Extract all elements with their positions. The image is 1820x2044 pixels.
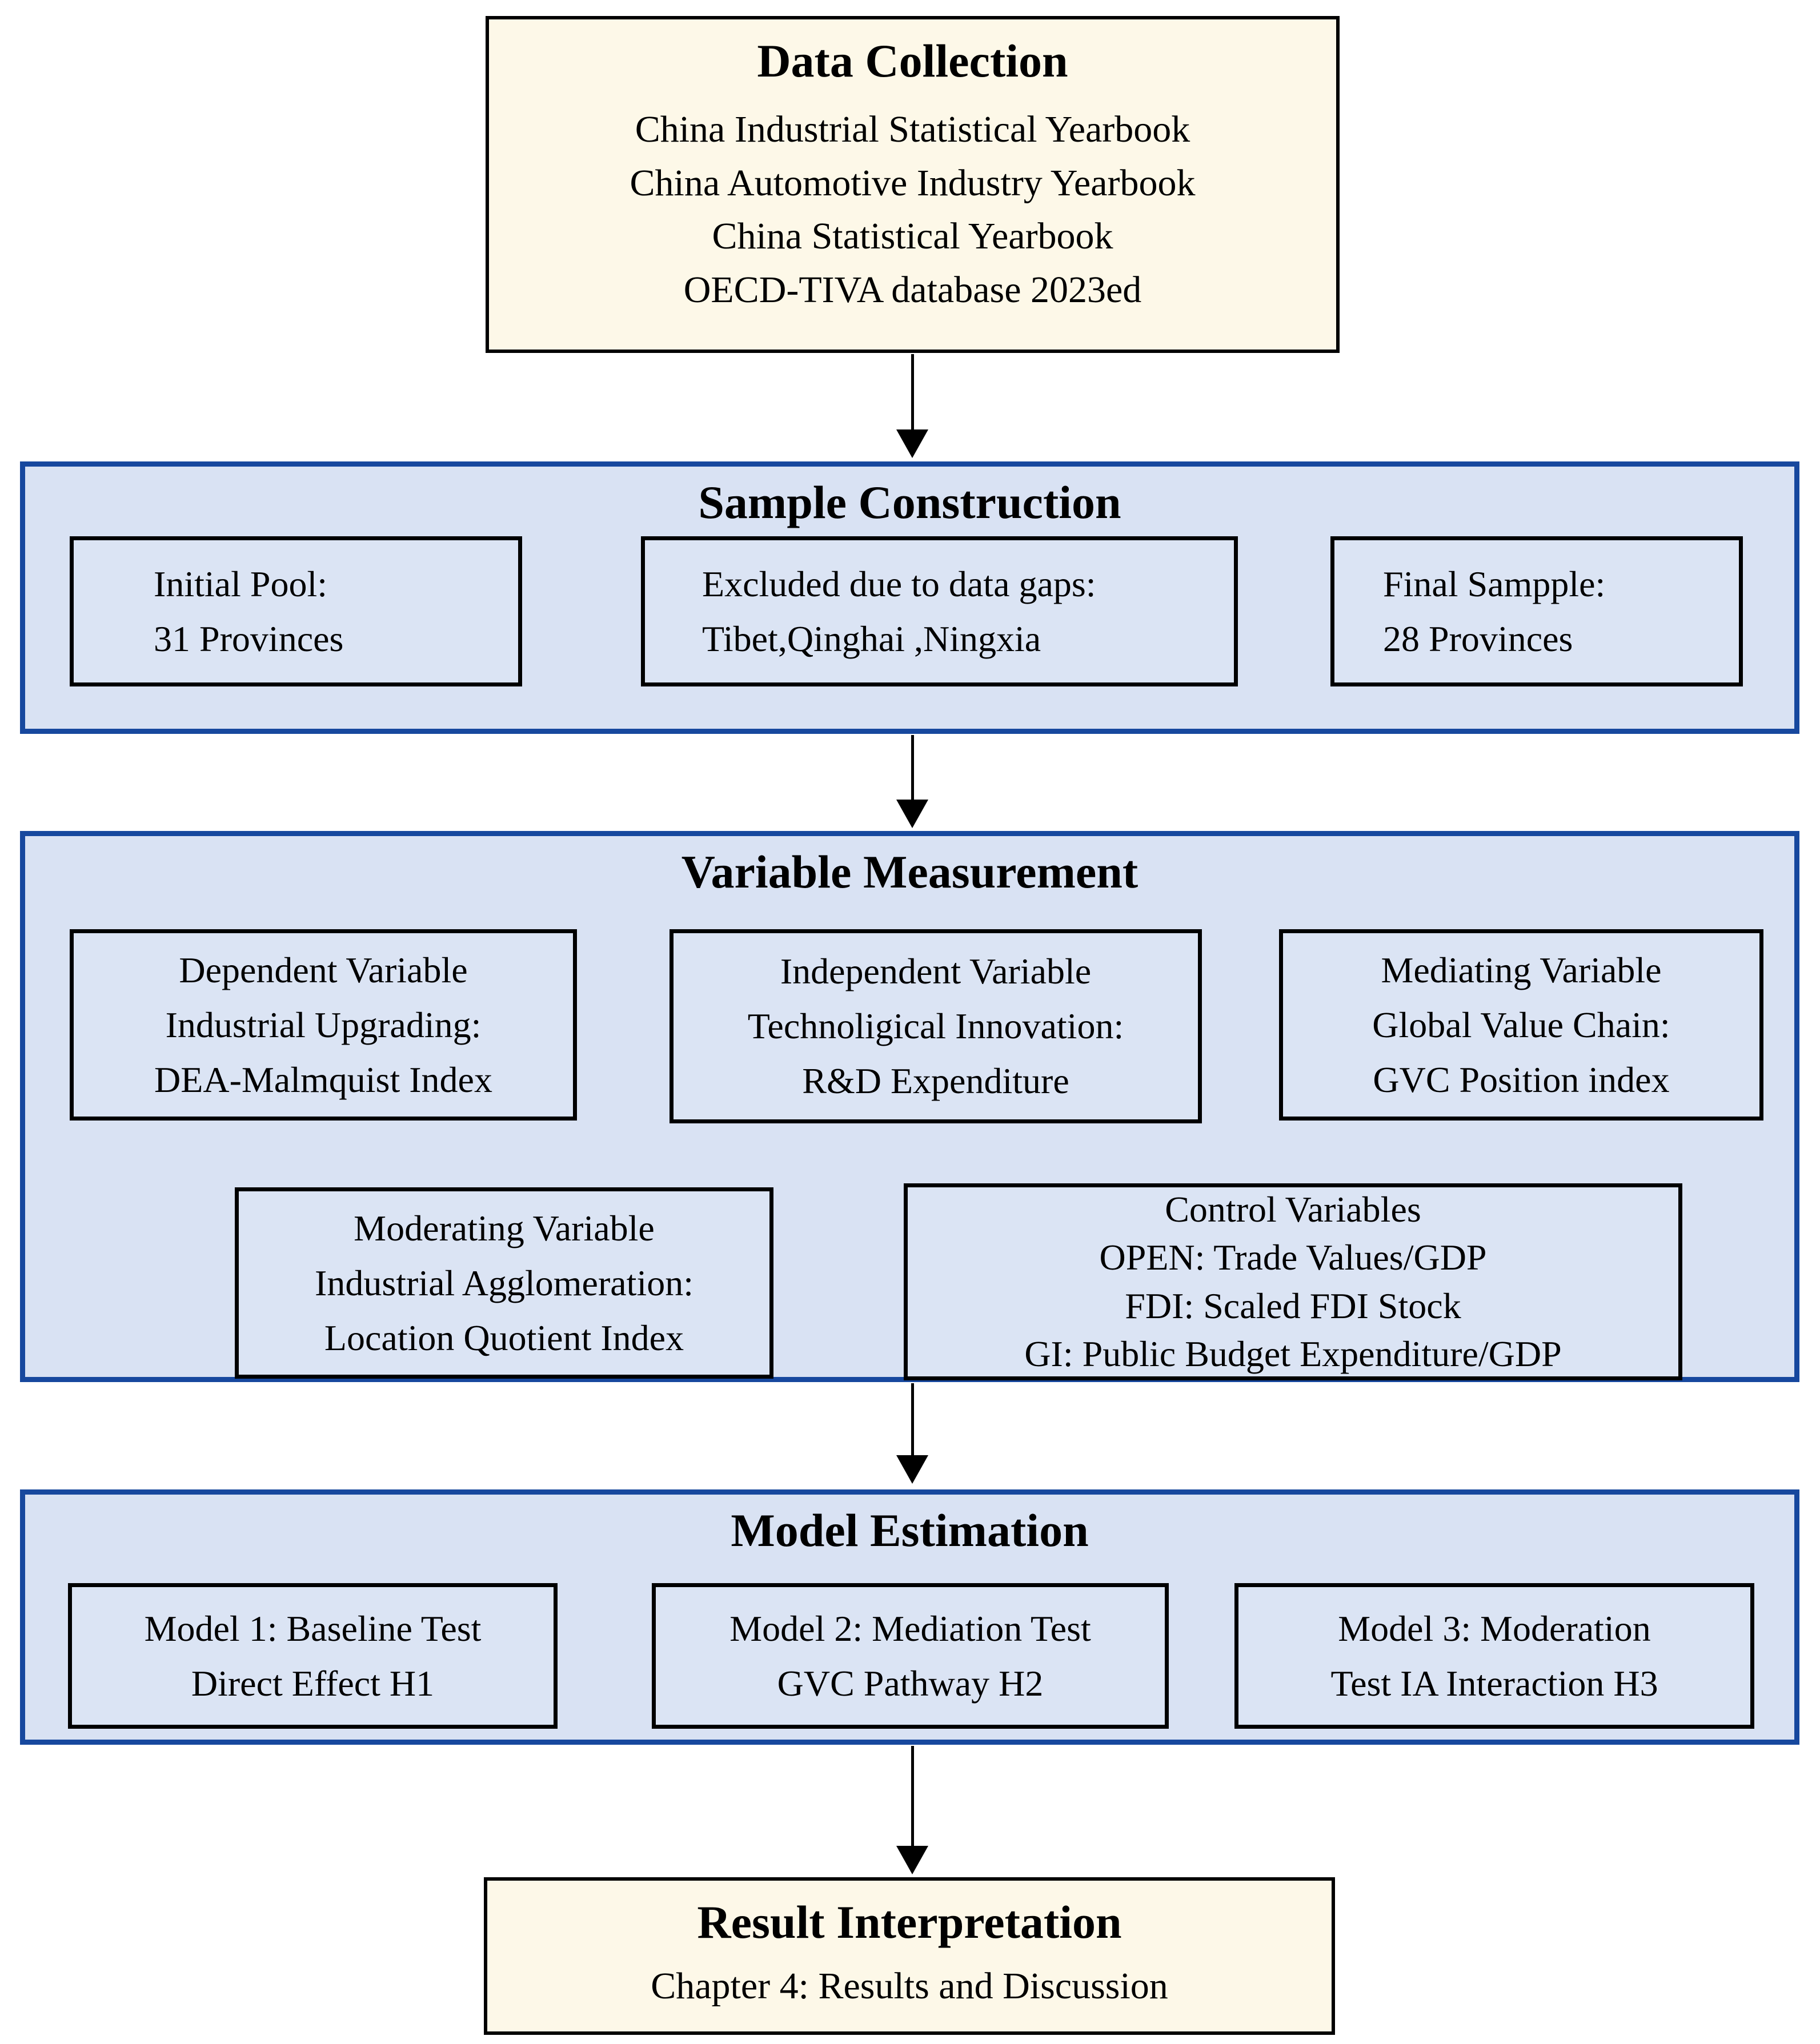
down-arrow-icon xyxy=(896,735,928,828)
box-line: FDI: Scaled FDI Stock xyxy=(1125,1285,1461,1326)
data-source-line: China Automotive Industry Yearbook xyxy=(630,162,1196,204)
box-line: Mediating Variable xyxy=(1381,949,1662,990)
box-line: GVC Position index xyxy=(1373,1059,1670,1100)
box-line: Independent Variable xyxy=(780,951,1092,991)
arrow-shaft xyxy=(911,1383,914,1456)
down-arrow-icon xyxy=(896,354,928,458)
down-arrow-icon xyxy=(896,1746,928,1874)
model-estimation-title: Model Estimation xyxy=(731,1504,1089,1556)
down-arrow-icon xyxy=(896,1383,928,1484)
box-line: Direct Effect H1 xyxy=(191,1662,435,1704)
box-control-variables: Control Variables OPEN: Trade Values/GDP… xyxy=(904,1183,1682,1380)
box-line: 28 Provinces xyxy=(1383,618,1573,659)
arrow-head-icon xyxy=(896,429,928,458)
data-collection-sources: China Industrial Statistical Yearbook Ch… xyxy=(489,103,1336,317)
box-line: Control Variables xyxy=(1165,1188,1421,1230)
box-line: Model 2: Mediation Test xyxy=(729,1608,1091,1649)
box-model-1: Model 1: Baseline Test Direct Effect H1 xyxy=(68,1583,558,1729)
box-line: Industrial Agglomeration: xyxy=(315,1262,693,1303)
data-source-line: China Statistical Yearbook xyxy=(712,215,1113,258)
box-line: R&D Expenditure xyxy=(802,1061,1069,1101)
result-interpretation-box: Result Interpretation Chapter 4: Results… xyxy=(484,1877,1335,2035)
result-interpretation-title: Result Interpretation xyxy=(697,1896,1122,1948)
section-sample-construction: Sample Construction Initial Pool: 31 Pro… xyxy=(20,461,1799,734)
data-source-line: China Industrial Statistical Yearbook xyxy=(635,109,1190,150)
box-line: DEA-Malmquist Index xyxy=(154,1059,492,1100)
box-line: Excluded due to data gaps: xyxy=(702,563,1096,604)
box-line: Industrial Upgrading: xyxy=(165,1004,482,1045)
section-variable-measurement: Variable Measurement Dependent Variable … xyxy=(20,831,1799,1382)
arrow-head-icon xyxy=(896,800,928,828)
box-line: Initial Pool: xyxy=(154,563,327,604)
data-collection-title: Data Collection xyxy=(757,35,1068,87)
box-initial-pool: Initial Pool: 31 Provinces xyxy=(70,536,522,686)
box-moderating-variable: Moderating Variable Industrial Agglomera… xyxy=(235,1187,773,1379)
box-line: Technoligical Innovation: xyxy=(747,1006,1124,1046)
box-line: 31 Provinces xyxy=(154,618,344,659)
box-model-3: Model 3: Moderation Test IA Interaction … xyxy=(1234,1583,1754,1729)
box-final-sample: Final Sampple: 28 Provinces xyxy=(1330,536,1743,686)
arrow-head-icon xyxy=(896,1846,928,1874)
arrow-shaft xyxy=(911,735,914,800)
box-model-2: Model 2: Mediation Test GVC Pathway H2 xyxy=(652,1583,1169,1729)
data-collection-box: Data Collection China Industrial Statist… xyxy=(486,16,1340,353)
box-line: Final Sampple: xyxy=(1383,563,1606,604)
section-model-estimation: Model Estimation Model 1: Baseline Test … xyxy=(20,1489,1799,1745)
box-line: Model 1: Baseline Test xyxy=(144,1608,482,1649)
box-excluded-provinces: Excluded due to data gaps: Tibet,Qinghai… xyxy=(641,536,1238,686)
box-dependent-variable: Dependent Variable Industrial Upgrading:… xyxy=(70,929,577,1121)
data-source-line: OECD-TIVA database 2023ed xyxy=(683,269,1142,311)
box-line: Test IA Interaction H3 xyxy=(1330,1662,1658,1704)
box-line: GI: Public Budget Expenditure/GDP xyxy=(1024,1333,1562,1374)
arrow-shaft xyxy=(911,354,914,430)
box-line: GVC Pathway H2 xyxy=(777,1662,1044,1704)
variable-measurement-title: Variable Measurement xyxy=(681,846,1138,898)
box-line: Moderating Variable xyxy=(354,1207,655,1248)
arrow-shaft xyxy=(911,1746,914,1846)
box-line: Dependent Variable xyxy=(179,949,468,990)
arrow-head-icon xyxy=(896,1455,928,1484)
box-line: Location Quotient Index xyxy=(324,1317,684,1358)
box-line: Tibet,Qinghai ,Ningxia xyxy=(702,618,1041,659)
box-line: OPEN: Trade Values/GDP xyxy=(1099,1237,1487,1278)
sample-construction-title: Sample Construction xyxy=(698,476,1121,528)
result-chapter-line: Chapter 4: Results and Discussion xyxy=(651,1965,1168,2007)
box-line: Model 3: Moderation xyxy=(1338,1608,1651,1649)
box-mediating-variable: Mediating Variable Global Value Chain: G… xyxy=(1279,929,1763,1121)
box-line: Global Value Chain: xyxy=(1372,1004,1670,1045)
box-independent-variable: Independent Variable Technoligical Innov… xyxy=(670,929,1202,1123)
